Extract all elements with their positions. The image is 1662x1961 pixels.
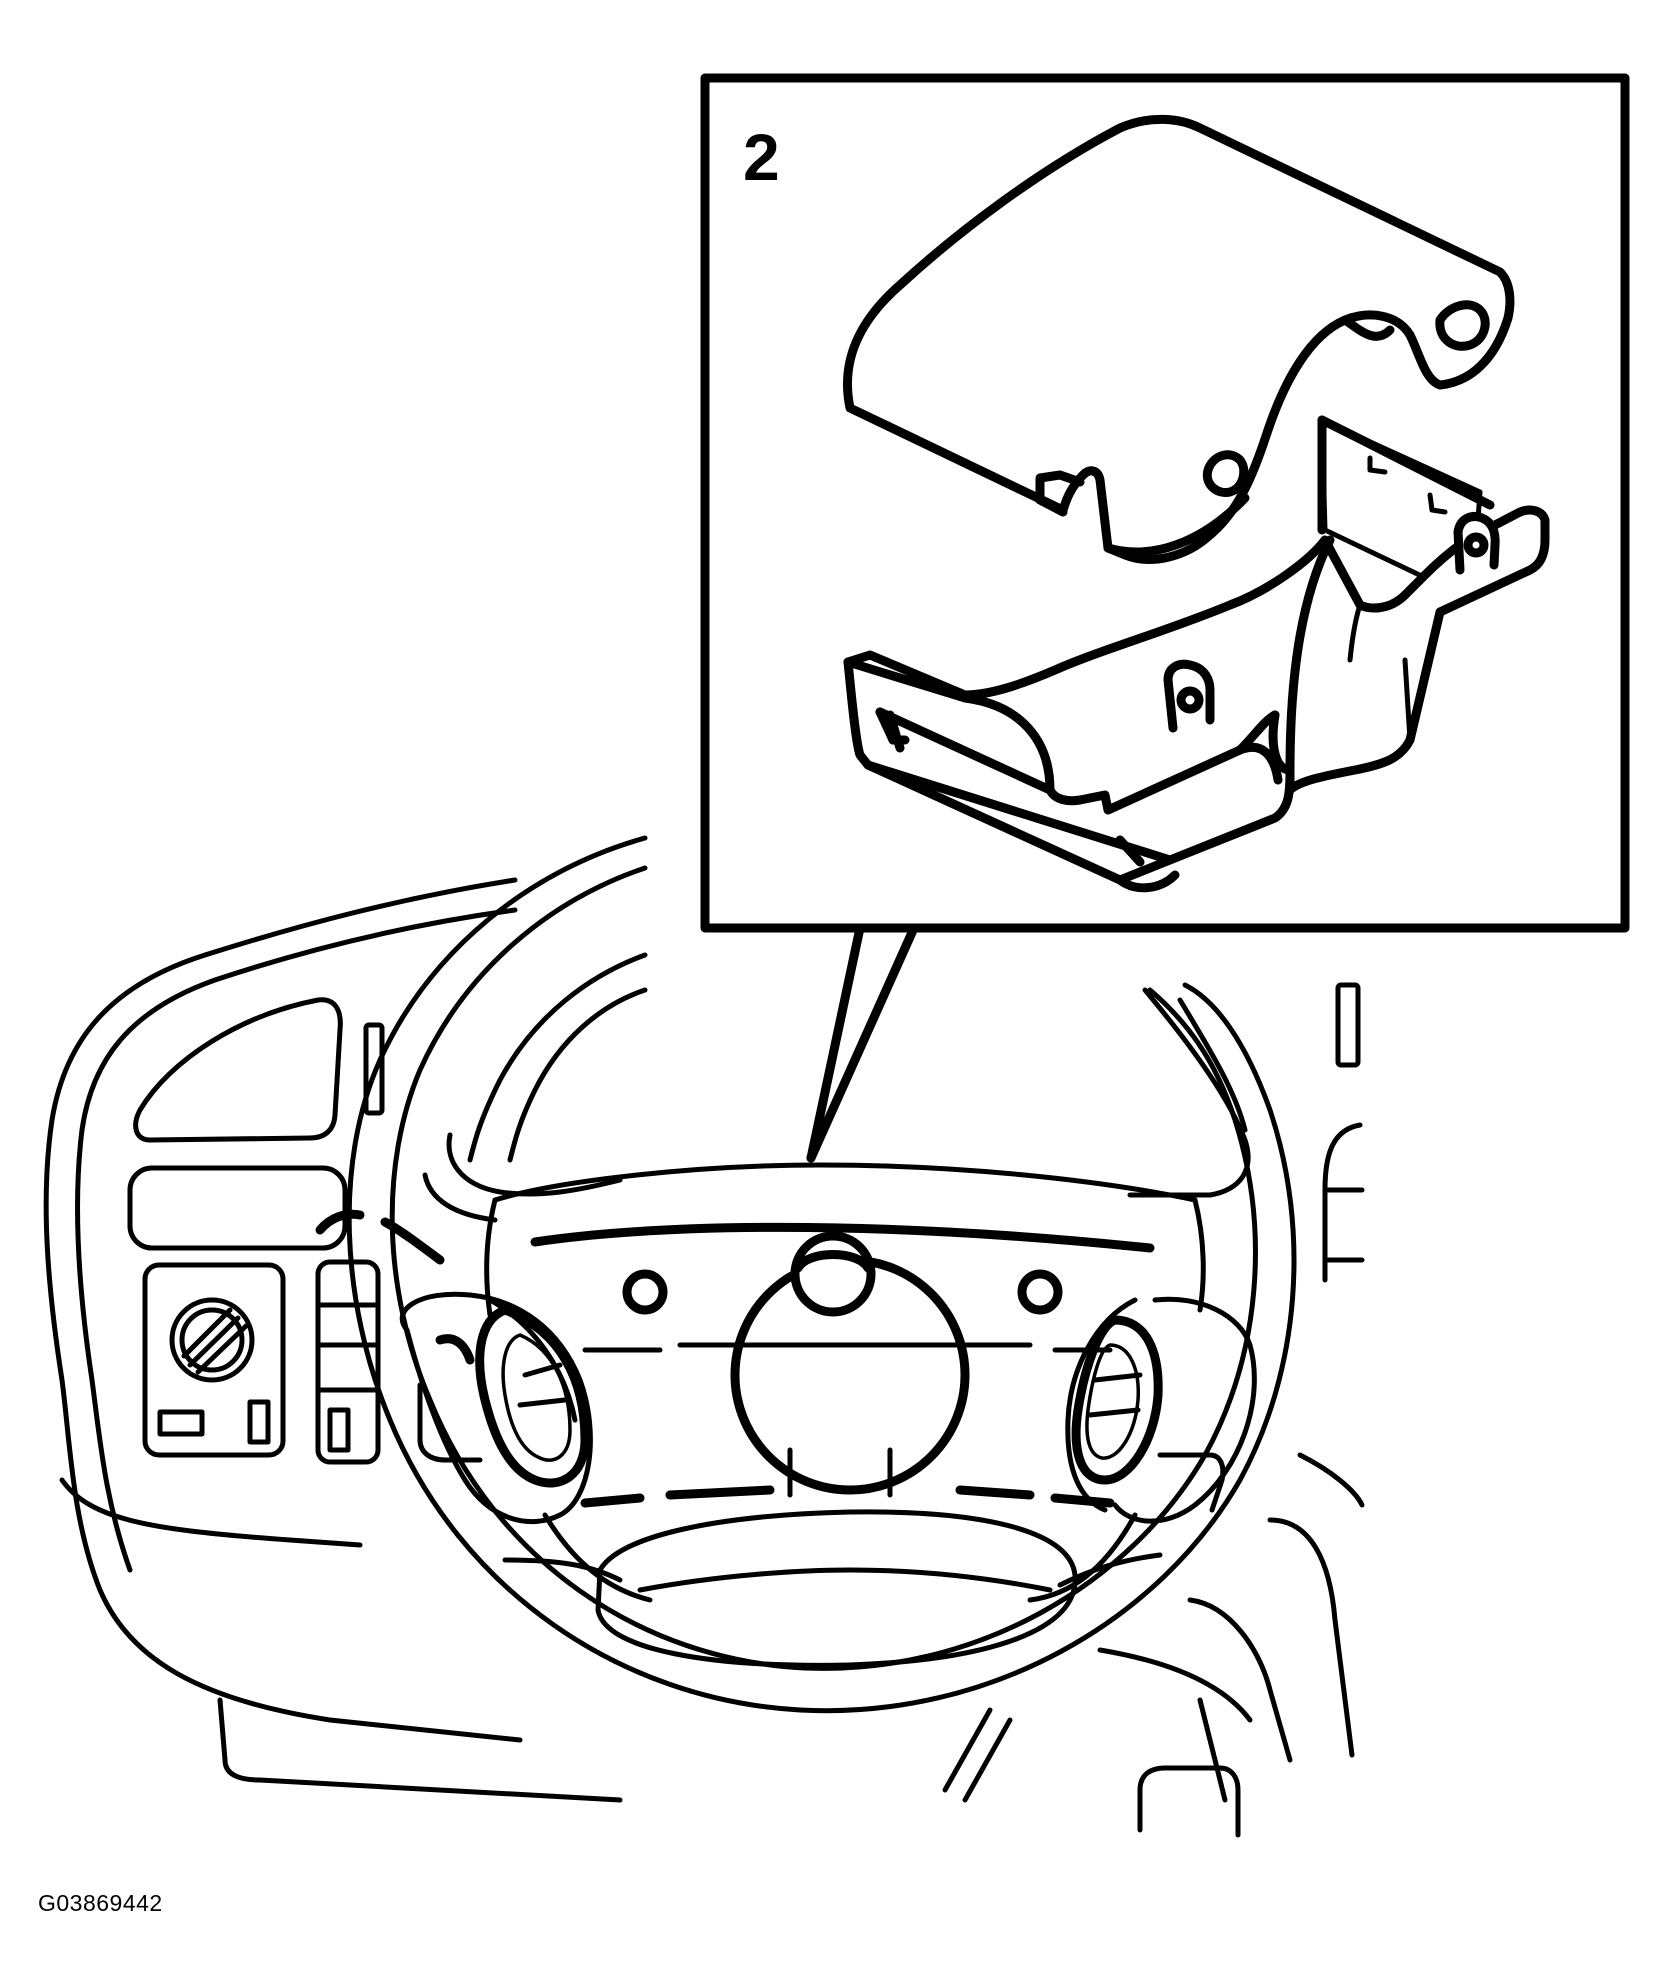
steering-wheel <box>346 835 1297 1714</box>
dashboard <box>43 877 1365 1838</box>
callout-number: 2 <box>743 120 780 194</box>
detail-callout: 2 <box>700 73 1630 933</box>
lower-column-shroud <box>843 415 1550 893</box>
upper-column-shroud <box>842 114 1515 564</box>
figure-id-label: G03869442 <box>38 1890 163 1916</box>
callout-pointer <box>806 923 919 1163</box>
